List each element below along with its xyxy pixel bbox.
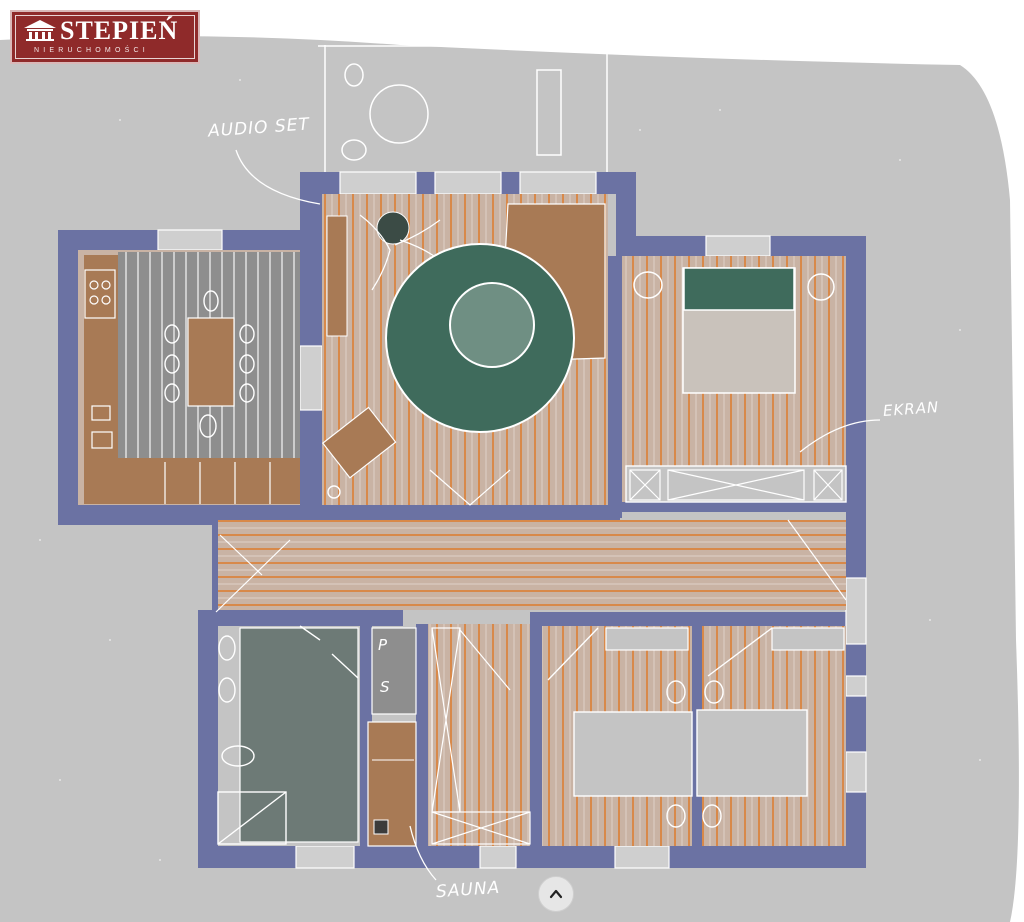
bedroom-left bbox=[542, 626, 693, 846]
closet bbox=[428, 624, 531, 846]
brand-logo: STEPIEŃ NIERUCHOMOŚCI bbox=[10, 10, 200, 64]
brand-name: STEPIEŃ bbox=[60, 16, 179, 45]
chevron-up-icon bbox=[549, 889, 563, 899]
bathroom bbox=[217, 625, 360, 846]
living-room bbox=[321, 194, 608, 506]
sauna-block bbox=[367, 627, 417, 847]
kitchen bbox=[78, 250, 300, 505]
brand-tagline: NIERUCHOMOŚCI bbox=[34, 47, 149, 54]
annotation-arrows bbox=[235, 149, 881, 881]
bedroom-right bbox=[696, 626, 846, 846]
label-p: P bbox=[378, 636, 389, 654]
label-s: S bbox=[380, 678, 391, 696]
house-icon bbox=[24, 20, 56, 41]
texture-dots bbox=[39, 79, 981, 861]
balcony bbox=[318, 45, 620, 172]
logo-frame bbox=[15, 15, 195, 59]
hallway bbox=[215, 519, 847, 613]
master-bedroom bbox=[622, 256, 847, 503]
scroll-up-button[interactable] bbox=[538, 876, 574, 912]
